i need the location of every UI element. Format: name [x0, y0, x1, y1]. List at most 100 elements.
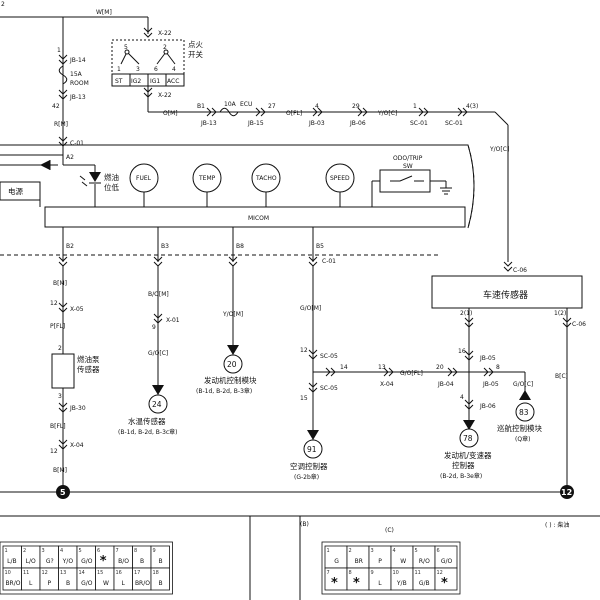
svg-text:3: 3 — [58, 393, 62, 400]
svg-text:C-06: C-06 — [513, 267, 527, 274]
svg-text:B[M]: B[M] — [53, 467, 67, 474]
svg-text:15A: 15A — [70, 71, 83, 78]
svg-text:2: 2 — [58, 345, 62, 352]
svg-text:TEMP: TEMP — [198, 175, 216, 182]
top-wire: 2 W[M] X-22 — [0, 1, 172, 38]
speed-sensor-box — [431, 275, 583, 309]
connector-c-label: (C) — [385, 527, 394, 534]
ecu-run: B1 JB-13 10A ECU 27 JB-15 O[FL] 4 JB-03 … — [148, 101, 509, 262]
svg-text:A2: A2 — [66, 154, 74, 161]
svg-text:13: 13 — [60, 570, 66, 576]
ref-78-circle — [459, 428, 479, 448]
svg-text:JB-13: JB-13 — [69, 94, 86, 101]
corner-pin: 2 — [1, 1, 5, 8]
svg-text:B/O[M]: B/O[M] — [148, 291, 169, 298]
svg-text:4: 4 — [393, 548, 396, 554]
legend-note: ( ) : 柴油 — [545, 521, 569, 529]
connector-b-label: (B) — [300, 521, 309, 528]
svg-text:ECU: ECU — [240, 101, 252, 108]
ignition-switch: 5 2 1 3 6 4 ST IG2 IG1 ACC 点火 开关 X-22 O[… — [111, 39, 203, 117]
engine-control-module-label: 发动机控制模块 — [204, 375, 257, 385]
svg-text:SPEED: SPEED — [330, 175, 350, 182]
svg-text:B2: B2 — [66, 243, 74, 250]
svg-text:3: 3 — [136, 66, 140, 73]
svg-text:(B-2d, B-3e章): (B-2d, B-3e章) — [440, 472, 482, 480]
svg-text:ROOM: ROOM — [70, 80, 89, 87]
svg-text:29: 29 — [352, 103, 360, 110]
svg-text:B5: B5 — [316, 243, 324, 250]
svg-text:20: 20 — [436, 364, 444, 371]
svg-text:JB-30: JB-30 — [69, 405, 86, 412]
pin-color: L — [122, 580, 126, 587]
svg-text:B[M]: B[M] — [53, 280, 67, 287]
ref-91-circle — [303, 439, 323, 459]
svg-text:SC-05: SC-05 — [320, 385, 338, 392]
svg-text:1(2): 1(2) — [554, 310, 566, 317]
svg-text:27: 27 — [268, 103, 276, 110]
pin-color: R/O — [419, 558, 430, 565]
svg-text:B3: B3 — [161, 243, 169, 250]
star-mark: * — [331, 576, 338, 591]
svg-text:5: 5 — [415, 548, 418, 554]
svg-text:2: 2 — [23, 548, 26, 554]
pin-color: W — [103, 580, 109, 587]
svg-text:JB-13: JB-13 — [200, 120, 217, 127]
svg-text:8: 8 — [349, 570, 352, 576]
svg-text:18: 18 — [153, 570, 159, 576]
room-fuse: 1 JB-14 15A ROOM JB-13 42 R[M] C-01 A2 — [0, 17, 89, 161]
svg-text:1: 1 — [57, 47, 61, 54]
svg-text:(Q章): (Q章) — [515, 435, 530, 443]
pin-color: P — [378, 558, 382, 565]
ref-20-circle — [223, 354, 243, 374]
svg-text:SC-01: SC-01 — [410, 120, 428, 127]
svg-text:X-04: X-04 — [70, 442, 84, 449]
star-mark: * — [441, 576, 448, 591]
svg-text:11: 11 — [23, 570, 29, 576]
svg-text:24: 24 — [152, 400, 162, 409]
svg-text:B[C]: B[C] — [555, 373, 568, 380]
water-temp-sensor-label: 水温传感器 — [128, 416, 166, 426]
micom-block — [44, 206, 466, 228]
svg-text:10: 10 — [393, 570, 399, 576]
micom-label: MICOM — [248, 215, 269, 222]
svg-text:C-01: C-01 — [70, 140, 84, 147]
pin-color: B/O — [118, 558, 129, 565]
fuel-pump-sensor-label: 燃油泵 — [77, 354, 100, 364]
ac-controller-column: G/O[M] 12 SC-05 15 SC-05 91 空调控制器 (G-2b章… — [290, 266, 372, 481]
svg-text:B8: B8 — [236, 243, 244, 250]
svg-text:91: 91 — [307, 445, 317, 454]
fuel-warning-label: 燃油 — [104, 172, 119, 182]
svg-text:JB-05: JB-05 — [482, 381, 499, 388]
svg-text:1: 1 — [413, 103, 417, 110]
svg-text:4: 4 — [172, 66, 176, 73]
svg-text:ST: ST — [115, 78, 123, 85]
pin-color: G/O — [81, 580, 93, 587]
svg-text:X-05: X-05 — [70, 306, 84, 313]
svg-text:JB-04: JB-04 — [437, 381, 454, 388]
pin-color: L/O — [26, 558, 36, 565]
c01-label: C-01 — [322, 258, 336, 265]
star-mark: * — [353, 576, 360, 591]
svg-text:G/O[FL]: G/O[FL] — [400, 370, 423, 377]
odo-trip-label: ODO/TRIP — [393, 155, 423, 162]
svg-text:17: 17 — [134, 570, 140, 576]
svg-text:9: 9 — [152, 324, 156, 331]
ref-24-circle — [148, 394, 168, 414]
svg-text:8: 8 — [134, 548, 137, 554]
svg-text:Y/O[M]: Y/O[M] — [222, 311, 243, 318]
svg-text:(G-2b章): (G-2b章) — [294, 473, 319, 481]
svg-text:9: 9 — [153, 548, 156, 554]
svg-text:7: 7 — [116, 548, 119, 554]
svg-text:10: 10 — [5, 570, 11, 576]
svg-text:12: 12 — [561, 488, 572, 497]
svg-text:G/O[C]: G/O[C] — [148, 350, 168, 357]
wire-r-m-label: R[M] — [54, 121, 68, 128]
svg-text:2: 2 — [349, 548, 352, 554]
svg-text:10A: 10A — [224, 101, 237, 108]
fuel-pump-column: B[M] 12 X-05 P[FL] 2 燃油泵 传感器 3 JB-30 B[F… — [0, 266, 567, 499]
ref-83-circle — [515, 402, 535, 422]
water-temp-column: B/O[M] 9 X-01 G/O[C] 24 水温传感器 (B-1d, B-2… — [118, 266, 180, 436]
pin-color: G/O — [81, 558, 93, 565]
svg-text:O[FL]: O[FL] — [286, 110, 302, 117]
